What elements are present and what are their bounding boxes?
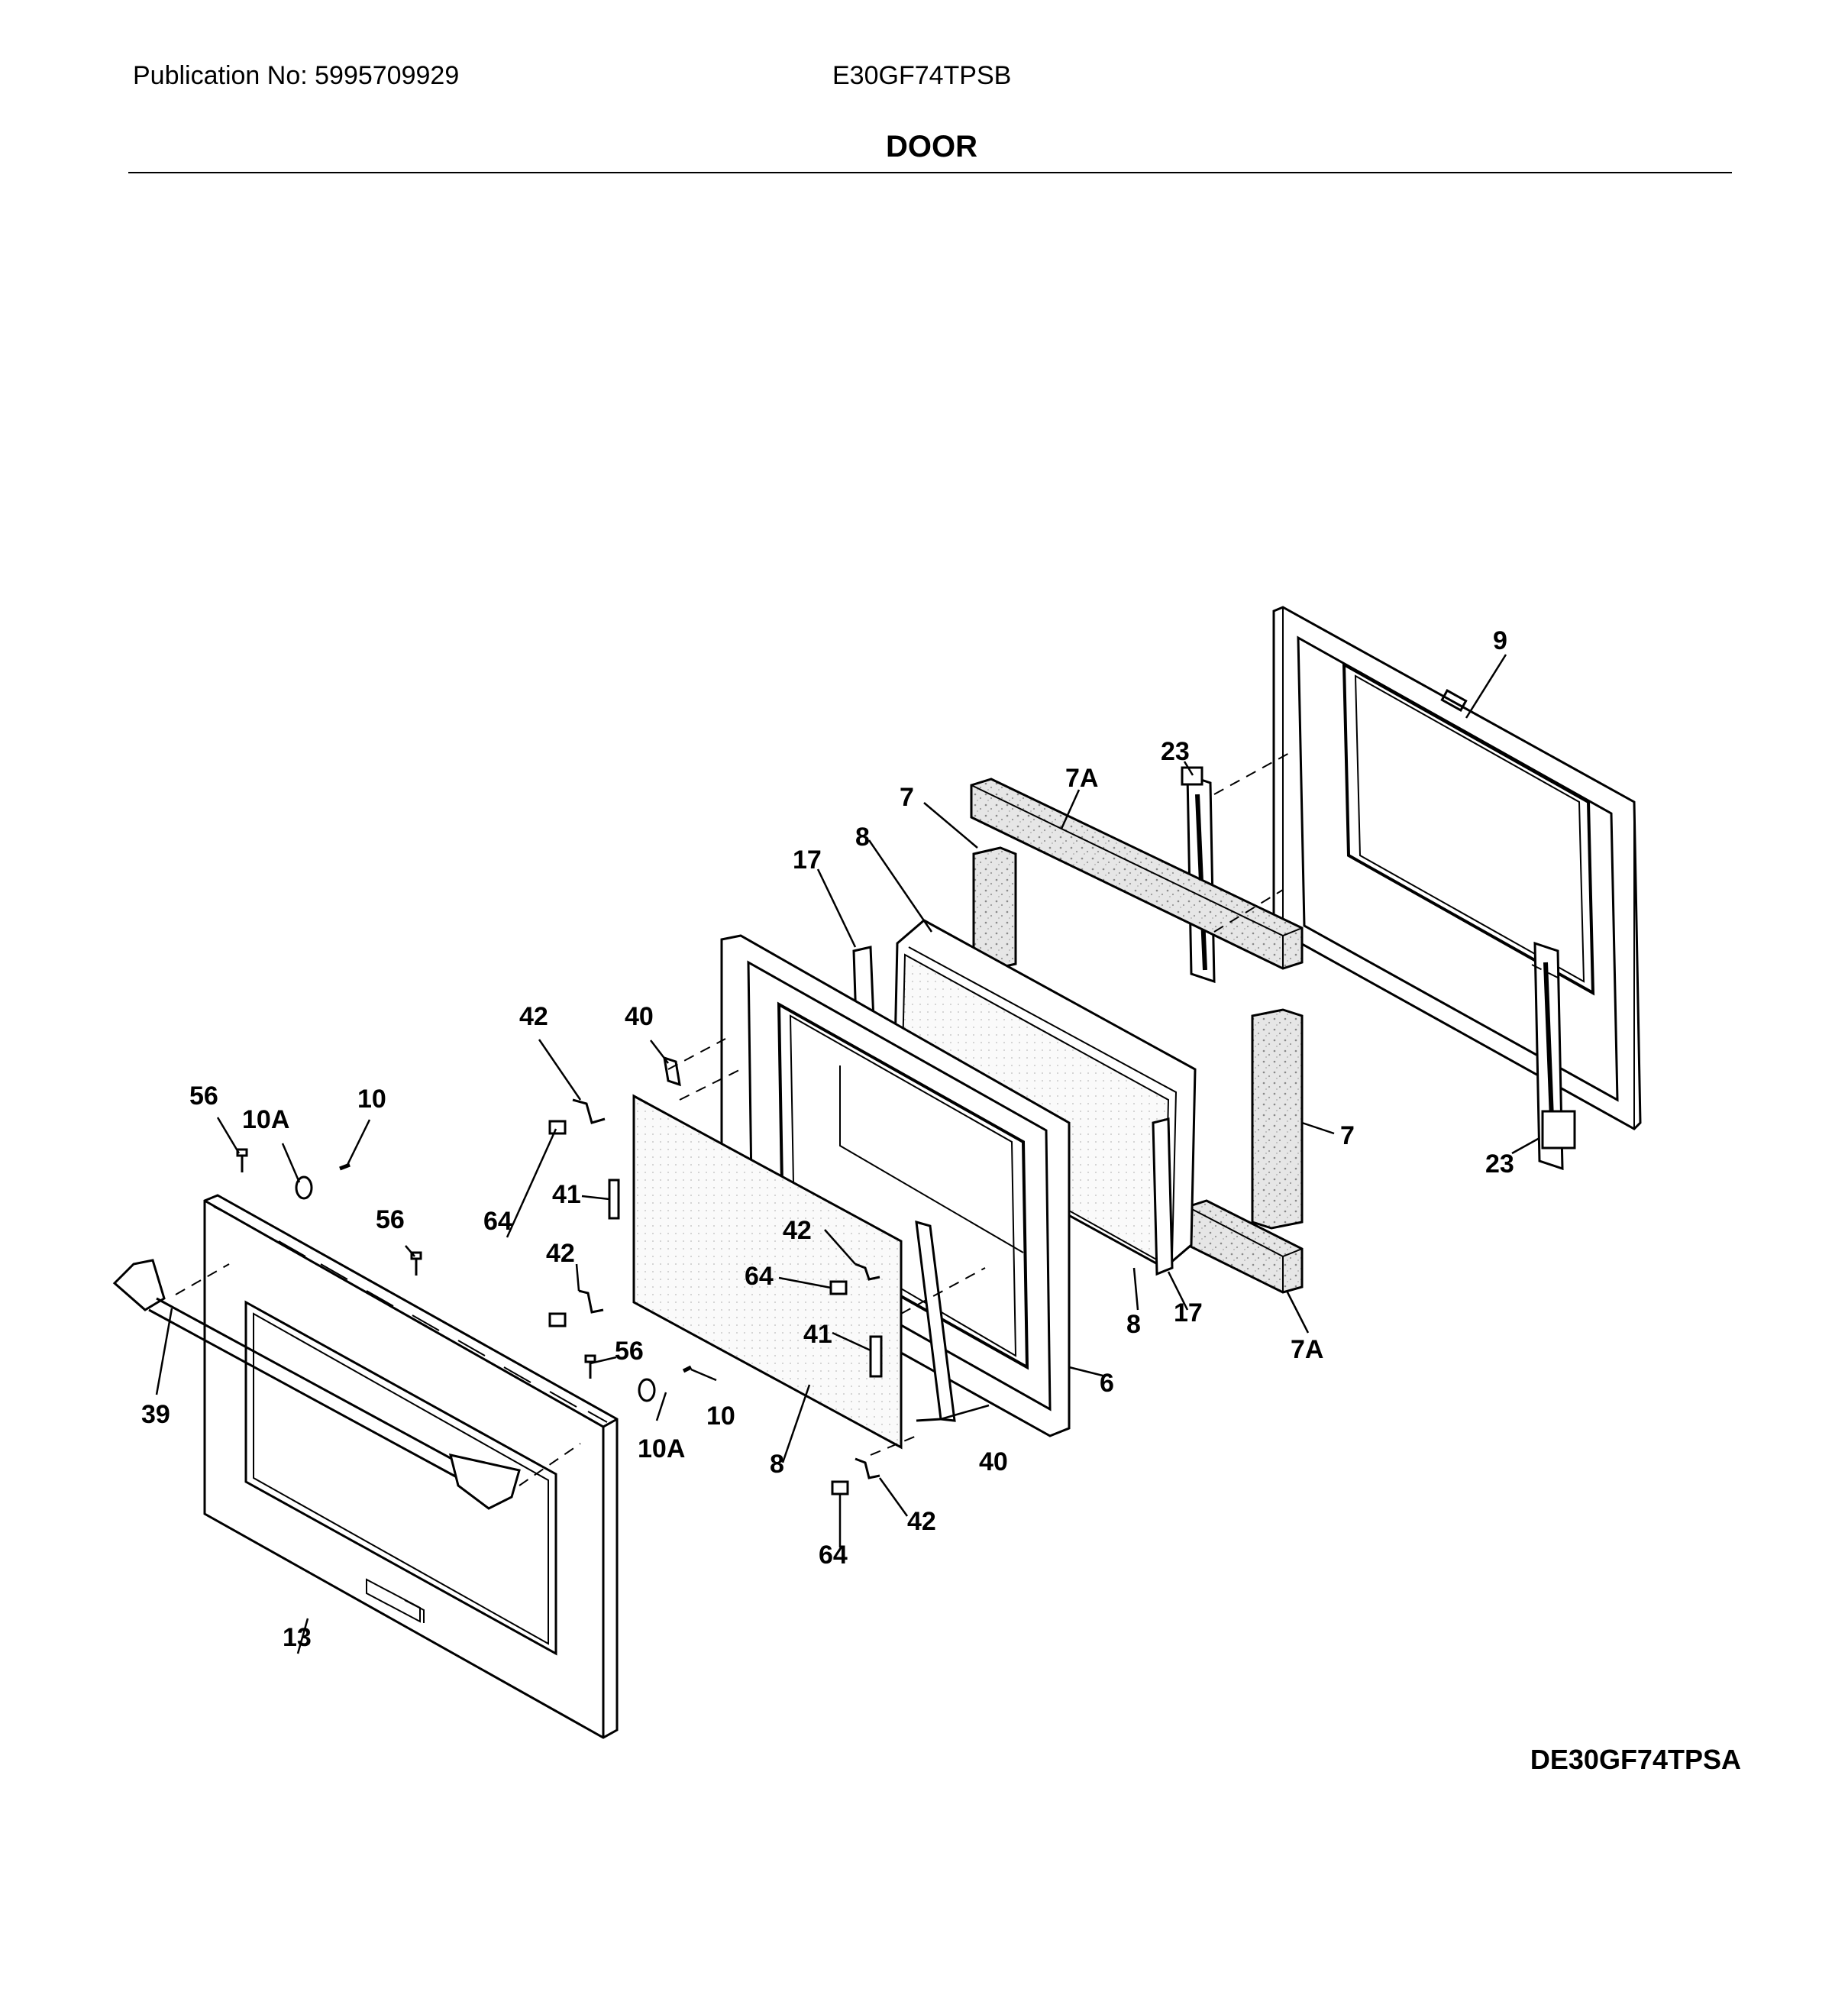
callout-23-lower: 23 (1485, 1150, 1514, 1179)
callout-10-b: 10 (706, 1402, 735, 1431)
callout-8-rear-lower: 8 (1126, 1310, 1141, 1339)
callout-7-lower: 7 (1340, 1121, 1355, 1150)
callout-42-4: 42 (907, 1507, 936, 1536)
callout-42-3: 42 (783, 1216, 812, 1245)
callout-8-rear: 8 (855, 823, 870, 852)
callout-64-2: 64 (745, 1262, 774, 1291)
glass-clip-2 (578, 1289, 604, 1314)
callout-42-1: 42 (519, 1002, 548, 1031)
pad-3 (829, 1280, 848, 1295)
model-number: E30GF74TPSB (832, 61, 1012, 90)
callout-56-b: 56 (376, 1205, 405, 1234)
insulation-block-lower (1251, 1008, 1304, 1230)
insulation-strip-top (970, 778, 1304, 970)
glass-spacer-lower (869, 1335, 883, 1378)
callout-56-a: 56 (189, 1082, 218, 1111)
pad-4 (831, 1480, 849, 1495)
callout-64-3: 64 (819, 1541, 848, 1570)
glass-clip-4 (855, 1457, 880, 1479)
outer-door-panel (203, 1194, 619, 1739)
callout-7A-top: 7A (1065, 764, 1098, 793)
pad-2 (548, 1312, 567, 1327)
callout-8-front: 8 (770, 1450, 784, 1479)
side-bracket-right (1152, 1117, 1174, 1276)
diagram-code: DE30GF74TPSA (1530, 1744, 1741, 1775)
callout-41-lower: 41 (803, 1320, 832, 1349)
callout-6: 6 (1100, 1369, 1114, 1398)
callout-17-left: 17 (793, 846, 822, 875)
header-rule (128, 172, 1732, 173)
callout-40-lower: 40 (979, 1447, 1008, 1476)
publication-number: Publication No: 5995709929 (133, 61, 460, 90)
hinge-lower (1533, 941, 1576, 1171)
callout-7-upper: 7 (900, 783, 914, 812)
callouts: 9 23 23 7A 7A 7 7 8 8 8 17 17 6 42 42 42… (141, 626, 1514, 1652)
door-frame-inner (720, 934, 1071, 1437)
callout-10-a: 10 (357, 1085, 386, 1114)
leader-lines (155, 654, 1540, 1654)
callout-10A-b: 10A (638, 1434, 685, 1463)
callout-9: 9 (1493, 626, 1507, 655)
washer-10A-a (295, 1175, 313, 1200)
callout-56-c: 56 (615, 1337, 644, 1366)
washer-10A-b (638, 1378, 656, 1402)
glass-clip-1 (572, 1098, 606, 1124)
inner-door-liner (1272, 606, 1642, 1130)
screw-10-b (682, 1365, 693, 1373)
door-handle (112, 1259, 521, 1510)
callout-42-2: 42 (546, 1239, 575, 1268)
callout-40-upper: 40 (625, 1002, 654, 1031)
screw-56-c (584, 1354, 596, 1379)
callout-13: 13 (283, 1623, 312, 1652)
glass-spacer-upper (608, 1179, 620, 1220)
assembly-lines (175, 752, 1559, 1486)
page-title: DOOR (886, 130, 977, 163)
glass-clip-3 (855, 1263, 880, 1281)
callout-17-right: 17 (1174, 1298, 1203, 1327)
callout-10A-a: 10A (242, 1105, 289, 1134)
callout-23-upper: 23 (1161, 737, 1190, 766)
pad-1 (548, 1120, 567, 1135)
glass-retainer-lower (915, 1220, 956, 1422)
screw-56-b (410, 1251, 422, 1276)
callout-41-upper: 41 (552, 1180, 581, 1209)
callout-7A-bottom: 7A (1291, 1335, 1323, 1364)
callout-64-1: 64 (483, 1207, 512, 1236)
callout-39: 39 (141, 1400, 170, 1429)
glass-front (632, 1094, 903, 1450)
screw-10-a (339, 1162, 351, 1171)
